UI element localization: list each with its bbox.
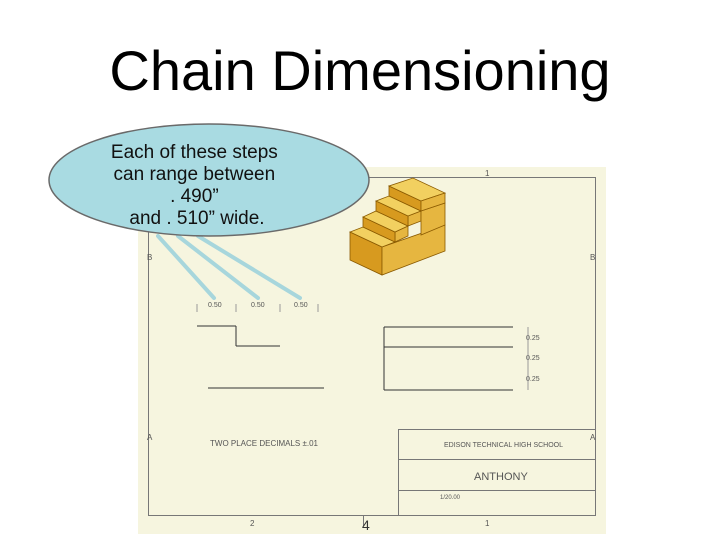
border-top [148,177,596,178]
zone-left-b: B [147,253,153,262]
isometric-stairs [348,177,447,276]
dim-v-1: 0.25 [526,335,540,342]
callout-text: Each of these steps can range between . … [111,142,283,229]
zone-right-b: B [590,253,596,262]
border-right [595,177,596,516]
zone-bottom-1: 1 [485,519,490,528]
tolerance-note: TWO PLACE DECIMALS ±.01 [210,439,318,448]
border-left [148,177,149,516]
page-number: 4 [362,517,370,533]
dim-h-3: 0.50 [294,302,308,309]
title-block-school: EDISON TECHNICAL HIGH SCHOOL [444,442,564,449]
zone-bottom-2: 2 [250,519,255,528]
callout-line-4: and . 510” wide. [129,208,264,229]
callout-line-3: . 490” [170,186,219,207]
callout-line-1: Each of these steps [111,142,278,163]
title-block-name: ANTHONY [474,471,528,483]
border-bottom [148,515,596,516]
zone-right-a: A [590,433,596,442]
dim-h-1: 0.50 [208,302,222,309]
slide-title: Chain Dimensioning [109,39,611,102]
title-block-scale: 1/20.00 [440,495,461,501]
callout-line-2: can range between [114,164,276,185]
dim-v-2: 0.25 [526,355,540,362]
dim-h-2: 0.50 [251,302,265,309]
zone-left-a: A [147,433,153,442]
callout-bubble [48,123,370,237]
side-view [383,326,529,391]
front-view [196,304,324,389]
zone-top-1: 1 [485,169,490,178]
dim-v-3: 0.25 [526,376,540,383]
callout-leaders [156,234,302,300]
